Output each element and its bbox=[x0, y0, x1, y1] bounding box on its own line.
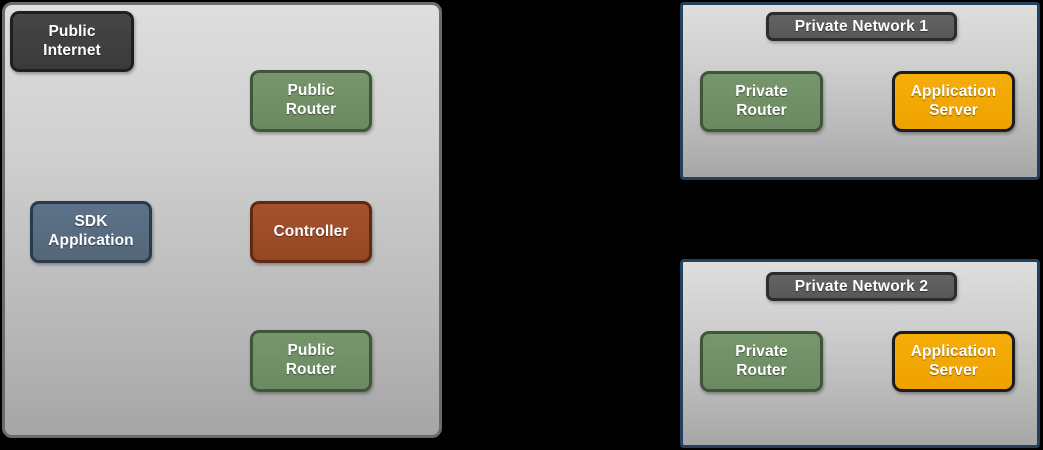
private-network-1-title: Private Network 1 bbox=[766, 12, 957, 41]
node-application-server-1[interactable]: Application Server bbox=[892, 71, 1015, 132]
node-private-router-1[interactable]: Private Router bbox=[700, 71, 823, 132]
node-private-router-2[interactable]: Private Router bbox=[700, 331, 823, 392]
node-controller[interactable]: Controller bbox=[250, 201, 372, 263]
private-network-2-title: Private Network 2 bbox=[766, 272, 957, 301]
node-public-router-bottom[interactable]: Public Router bbox=[250, 330, 372, 392]
node-public-router-top[interactable]: Public Router bbox=[250, 70, 372, 132]
node-public-internet[interactable]: Public Internet bbox=[10, 11, 134, 72]
node-application-server-2[interactable]: Application Server bbox=[892, 331, 1015, 392]
node-sdk-application[interactable]: SDK Application bbox=[30, 201, 152, 263]
